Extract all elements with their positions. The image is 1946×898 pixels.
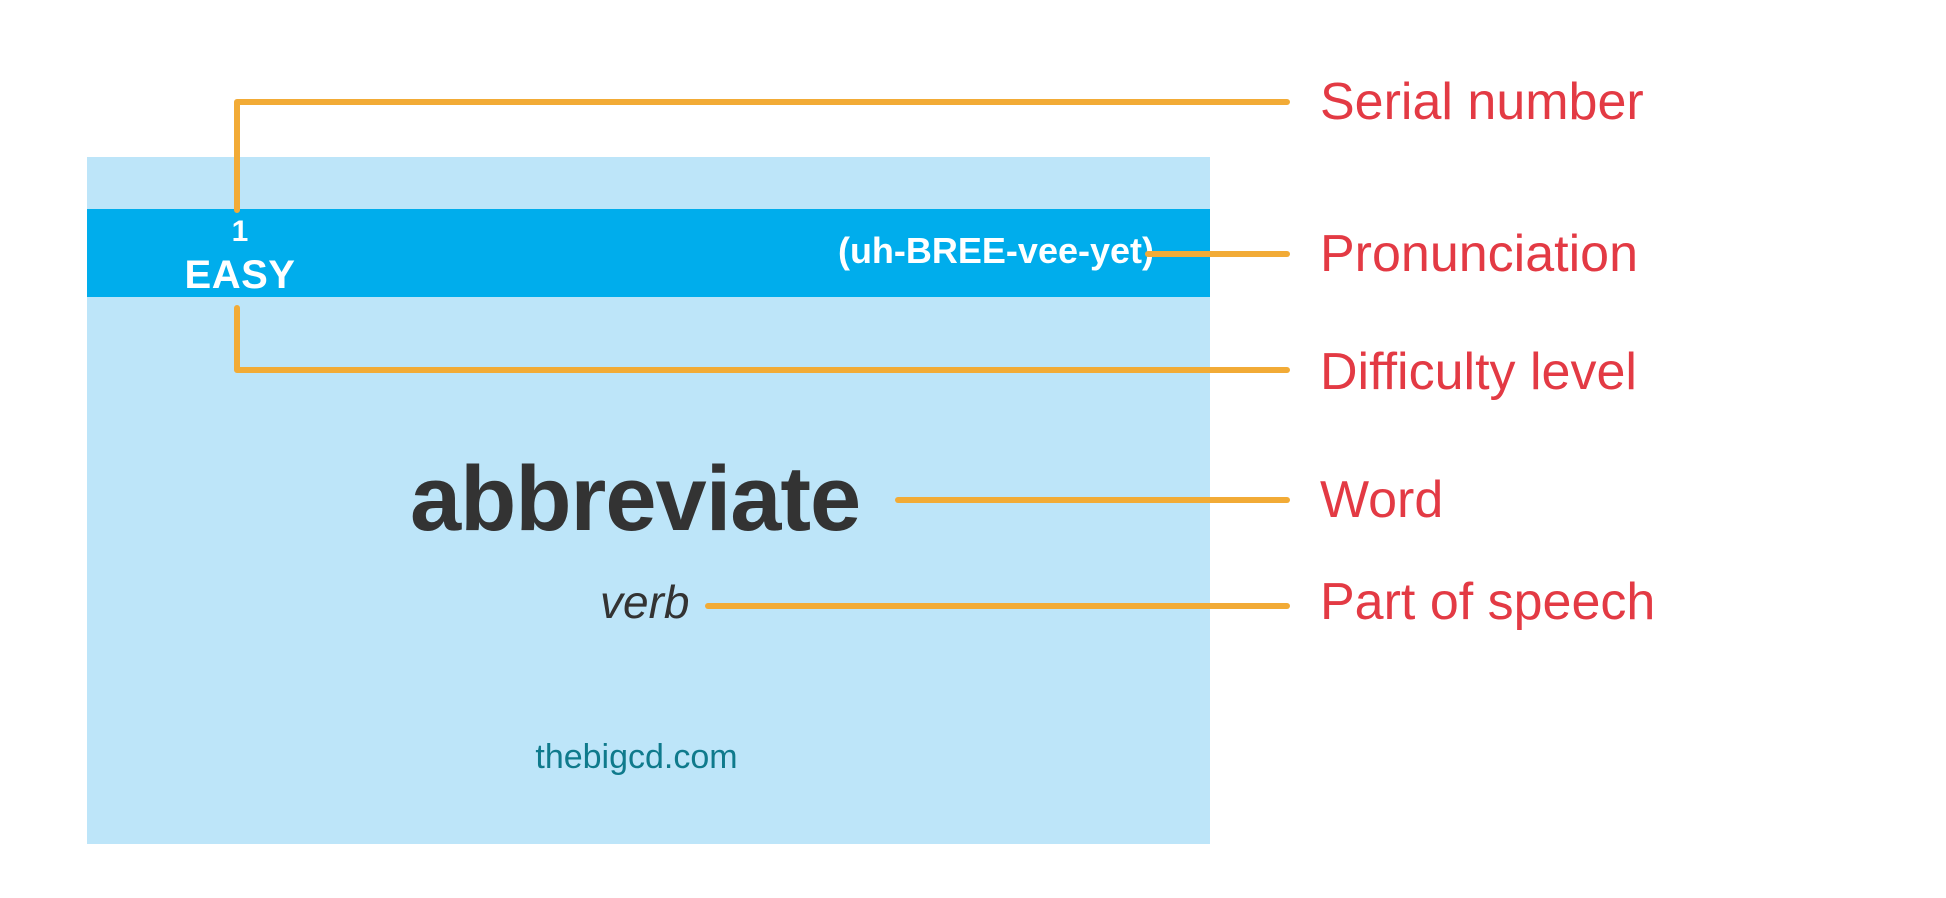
leader-line-difficulty-level bbox=[234, 305, 1290, 373]
card-word: abbreviate bbox=[410, 448, 861, 550]
label-part-of-speech: Part of speech bbox=[1320, 573, 1656, 631]
leader-line-serial-number bbox=[234, 99, 1290, 213]
label-serial-number: Serial number bbox=[1320, 73, 1644, 131]
card-website: thebigcd.com bbox=[535, 738, 738, 776]
label-difficulty-level: Difficulty level bbox=[1320, 343, 1637, 401]
label-word: Word bbox=[1320, 471, 1444, 529]
card-serial-number: 1 bbox=[231, 215, 249, 248]
card-part-of-speech: verb bbox=[600, 576, 690, 628]
card-pronunciation: (uh-BREE-vee-yet) bbox=[837, 230, 1154, 271]
card-difficulty-level: EASY bbox=[184, 253, 296, 297]
label-pronunciation: Pronunciation bbox=[1320, 225, 1638, 283]
card-header-band bbox=[87, 209, 1210, 297]
